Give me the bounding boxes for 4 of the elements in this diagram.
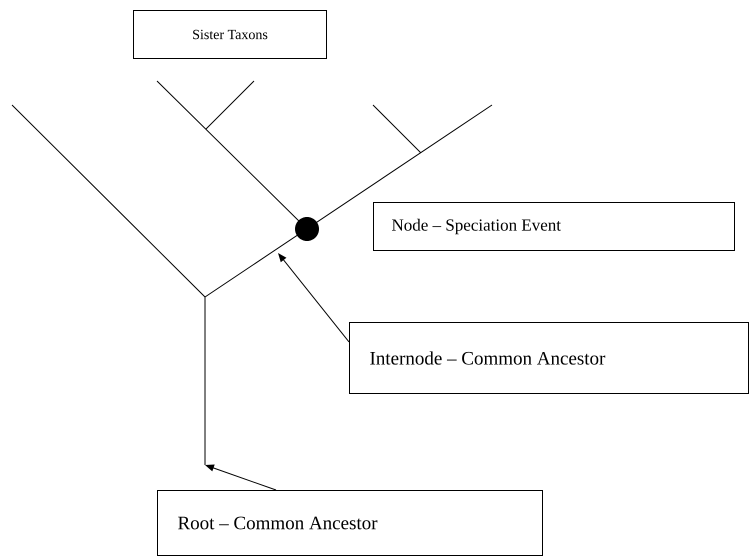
- label-box: Root – Common Ancestor: [157, 490, 543, 556]
- label-box: Sister Taxons: [133, 10, 327, 59]
- label-box: Node – Speciation Event: [373, 202, 735, 251]
- label-box: Internode – Common Ancestor: [349, 322, 749, 394]
